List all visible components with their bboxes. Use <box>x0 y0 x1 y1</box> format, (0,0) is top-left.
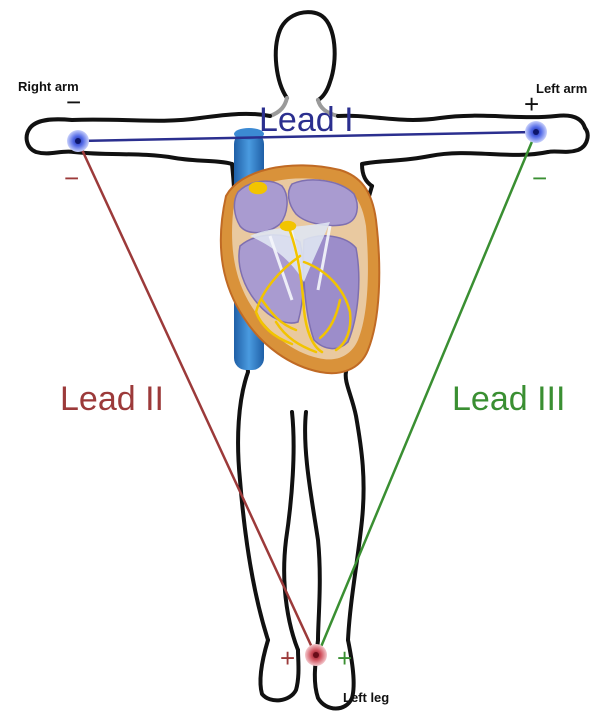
head-outline <box>276 12 335 100</box>
left-arm-label: Left arm <box>536 81 587 96</box>
left-leg-label: Left leg <box>343 690 389 705</box>
lead-2-label: Lead II <box>60 380 164 418</box>
left-leg-sign-left: + <box>280 643 295 673</box>
inner-leg-outline <box>284 412 320 650</box>
right-arm-sign-top: − <box>66 87 81 117</box>
lead-1-label: Lead I <box>259 101 354 139</box>
left-leg-sign-right: + <box>337 643 352 673</box>
left-arm-sign-bottom: − <box>532 163 547 193</box>
right-arm-sign-bottom: − <box>64 163 79 193</box>
electrode-left-leg-icon <box>305 644 327 666</box>
electrode-right-arm-icon <box>67 130 89 152</box>
lead-3-label: Lead III <box>452 380 565 418</box>
right-hand-outline <box>27 119 232 164</box>
left-hand-outline <box>548 128 588 152</box>
electrode-left-arm-icon <box>525 121 547 143</box>
left-arm-sign-top: + <box>524 89 539 119</box>
